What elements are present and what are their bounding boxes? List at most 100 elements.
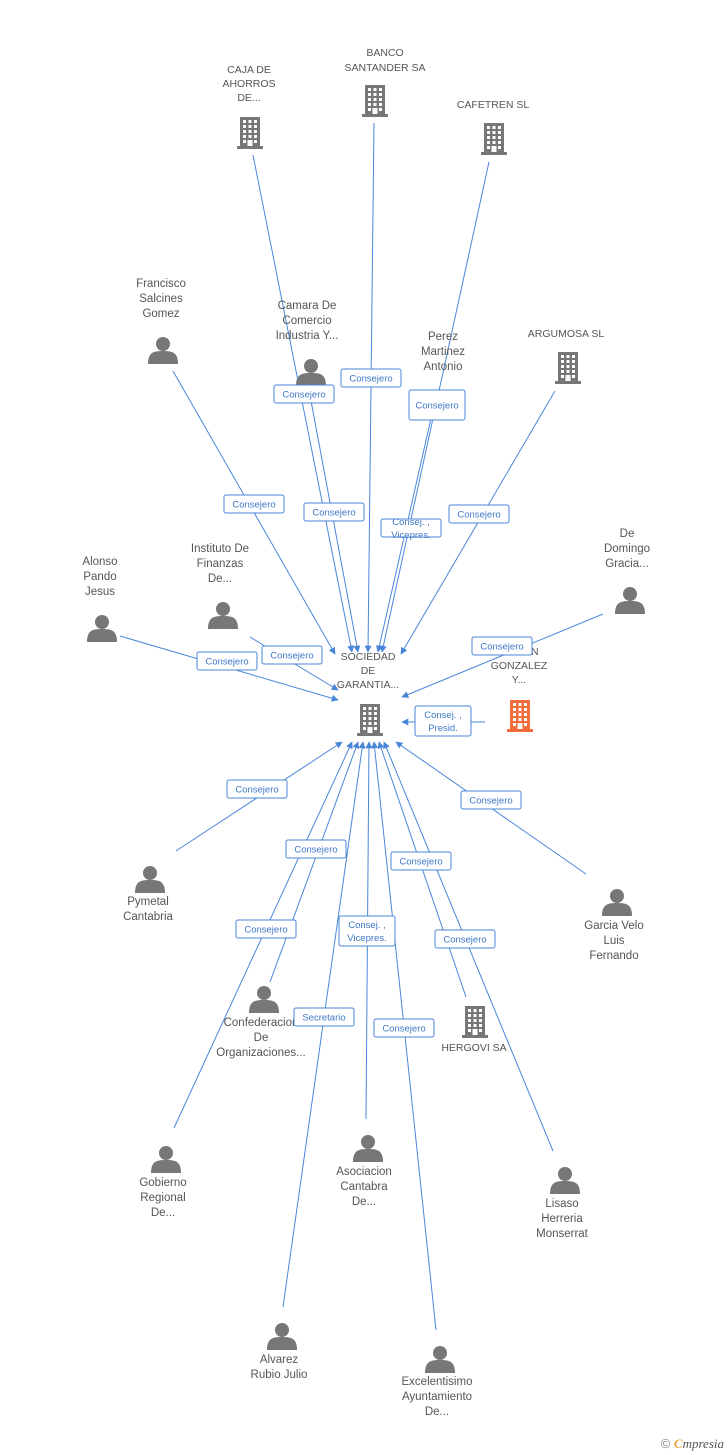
edge-label-box xyxy=(293,1007,355,1027)
node-label-argumosa[interactable]: ARGUMOSA SL xyxy=(528,328,605,340)
edge-label-box xyxy=(338,915,396,947)
edge-label-text: Consejero xyxy=(457,510,500,521)
copyright-symbol: © xyxy=(660,1436,671,1451)
edge-label-lisaso[interactable]: Consejero xyxy=(434,929,496,949)
brand-logo[interactable]: Cmpresia xyxy=(673,1436,724,1451)
building-icon-santander[interactable] xyxy=(362,85,388,117)
edge-label-argumosa[interactable]: Consejero xyxy=(448,504,510,524)
node-label-line: Antonio xyxy=(423,361,462,373)
node-label-line: De... xyxy=(208,573,232,585)
edge-label-hergovi[interactable]: Consejero xyxy=(390,851,452,871)
node-label-line: Jesus xyxy=(85,586,115,598)
building-icon-caja[interactable] xyxy=(237,117,263,149)
edge-label-cafetren[interactable]: Consejero xyxy=(408,389,466,421)
person-icon-camara[interactable] xyxy=(296,359,326,386)
edge-label-box xyxy=(340,368,402,388)
edge-label-text: Consejero xyxy=(469,796,512,807)
edge-label-camara[interactable]: Consejero xyxy=(303,502,365,522)
node-label-line: ARGUMOSA SL xyxy=(528,328,605,340)
node-label-line: Camara De xyxy=(278,300,337,312)
node-label-line: DE... xyxy=(237,92,260,104)
edge-label-text: Consejero xyxy=(415,401,458,412)
edge-label-box xyxy=(273,384,335,404)
edge-label-text: Consejero xyxy=(235,785,278,796)
edge-label-text: Consejero xyxy=(232,500,275,511)
person-icon-pymetal[interactable] xyxy=(135,866,165,893)
edge-label-text: Consej. , xyxy=(392,517,430,528)
edge-label-box xyxy=(414,705,472,737)
edge-label-alvarez[interactable]: Secretario xyxy=(293,1007,355,1027)
person-icon-garcia[interactable] xyxy=(602,889,632,916)
node-label-line: Fernando xyxy=(589,950,638,962)
person-icon-asociacion[interactable] xyxy=(353,1135,383,1162)
node-label-line: GARANTIA... xyxy=(337,679,399,691)
building-icon-hergovi[interactable] xyxy=(462,1006,488,1038)
person-icon-excelentisimo[interactable] xyxy=(425,1346,455,1373)
building-icon-cafetren[interactable] xyxy=(481,123,507,155)
edge-label-caja[interactable]: Consejero xyxy=(273,384,335,404)
edge-label-gobierno[interactable]: Consejero xyxy=(235,919,297,939)
person-icon-gobierno[interactable] xyxy=(151,1146,181,1173)
building-icon-argumosa[interactable] xyxy=(555,352,581,384)
edge-label-box xyxy=(196,651,258,671)
person-icon-instituto[interactable] xyxy=(208,602,238,629)
edge-label-text: Vicepres. xyxy=(391,530,430,541)
node-label-line: Lisaso xyxy=(545,1198,578,1210)
node-label-line: Comercio xyxy=(282,315,331,327)
edge-label-text: Consejero xyxy=(443,935,486,946)
edge-label-text: Consej. , xyxy=(424,710,462,721)
edge-label-dedomingo[interactable]: Consejero xyxy=(471,636,533,656)
edge-label-instituto[interactable]: Consejero xyxy=(261,645,323,665)
edge-label-santander[interactable]: Consejero xyxy=(340,368,402,388)
node-label-line: Perez xyxy=(428,331,458,343)
node-label-line: SANTANDER SA xyxy=(345,62,426,74)
node-label-line: GONZALEZ xyxy=(491,660,548,672)
node-label-line: De xyxy=(620,528,635,540)
edge-label-salcines[interactable]: Consejero xyxy=(223,494,285,514)
edge-label-excelentisimo[interactable]: Consejero xyxy=(373,1018,435,1038)
node-label-hergovi[interactable]: HERGOVI SA xyxy=(441,1042,506,1054)
person-icon-confederacion[interactable] xyxy=(249,986,279,1013)
person-icon-dedomingo[interactable] xyxy=(615,587,645,614)
edge-label-box xyxy=(434,929,496,949)
edge-label-box xyxy=(390,851,452,871)
edge-label-text: Consejero xyxy=(480,642,523,653)
edge-label-asociacion[interactable]: Consej. ,Vicepres. xyxy=(338,915,396,947)
edge-label-text: Consejero xyxy=(244,925,287,936)
person-icon-alonso[interactable] xyxy=(87,615,117,642)
node-label-line: Rubio Julio xyxy=(251,1369,308,1381)
building-icon-ramon[interactable] xyxy=(507,700,533,732)
edge-label-perez[interactable]: Consej. , Vicepres. xyxy=(380,517,442,541)
edge-label-pymetal[interactable]: Consejero xyxy=(226,779,288,799)
person-icon-alvarez[interactable] xyxy=(267,1323,297,1350)
edge-label-text: Secretario xyxy=(302,1013,345,1024)
edge-label-garcia[interactable]: Consejero xyxy=(460,790,522,810)
edge-label-alonso[interactable]: Consejero xyxy=(196,651,258,671)
edge-label-confederacion[interactable]: Consejero xyxy=(285,839,347,859)
person-icon-salcines[interactable] xyxy=(148,337,178,364)
edge-label-ramon[interactable]: Consej. ,Presid. xyxy=(414,705,472,737)
node-label-cafetren[interactable]: CAFETREN SL xyxy=(457,99,530,111)
node-label-line: Gobierno xyxy=(139,1177,186,1189)
edge-label-box xyxy=(373,1018,435,1038)
person-icon-lisaso[interactable] xyxy=(550,1167,580,1194)
building-icon-center[interactable] xyxy=(357,704,383,736)
